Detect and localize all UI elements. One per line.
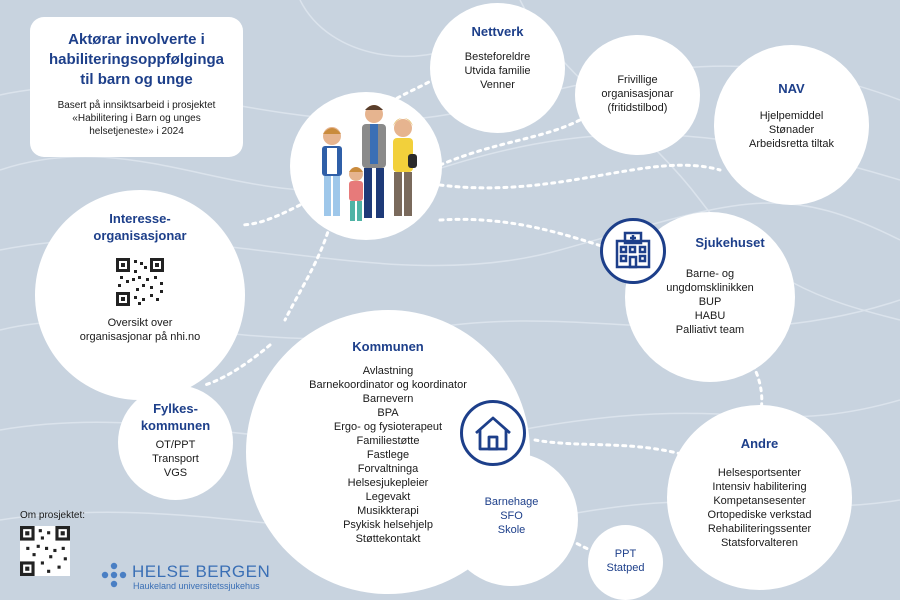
fylkes-item: OT/PPT <box>155 439 196 451</box>
family-bubble <box>290 92 442 240</box>
hospital-icon <box>600 218 666 284</box>
ppt-item: Statped <box>606 562 645 574</box>
subtitle-line-3: helsetjeneste» i 2024 <box>89 126 184 137</box>
nav-item: Hjelpemiddel <box>759 110 824 122</box>
logo-name: HELSE BERGEN <box>132 562 271 581</box>
kommunen-item: Legevakt <box>365 491 411 503</box>
title-line-3: til barn og unge <box>80 71 193 88</box>
house-icon <box>460 400 526 466</box>
nav-bubble: NAV Hjelpemiddel Stønader Arbeidsretta t… <box>714 45 869 205</box>
nav-heading: NAV <box>778 81 805 96</box>
andre-heading: Andre <box>740 436 779 451</box>
barnehage-item: Barnehage <box>484 496 539 508</box>
ppt-item: PPT <box>614 548 637 560</box>
nettverk-item: Utvida familie <box>464 65 531 77</box>
fylkes-bubble: Fylkes- kommunen OT/PPT Transport VGS <box>118 385 233 500</box>
andre-item: Kompetansesenter <box>713 495 806 507</box>
kommunen-item: BPA <box>377 407 399 419</box>
fylkes-heading-1: Fylkes- <box>153 401 198 416</box>
title-line-1: Aktørar involverte i <box>68 31 205 48</box>
sjukehuset-item: Palliativt team <box>675 324 745 336</box>
ppt-bubble: PPT Statped <box>588 525 663 600</box>
frivillige-line: Frivillige <box>617 74 658 86</box>
andre-item: Rehabiliteringssenter <box>707 523 812 535</box>
kommunen-item: Helsesjukepleier <box>347 477 429 489</box>
sjukehuset-heading: Sjukehuset <box>695 235 765 250</box>
helse-bergen-logo-icon <box>101 562 127 588</box>
kommunen-item: Forvaltninga <box>357 463 419 475</box>
andre-item: Intensiv habilitering <box>712 481 807 493</box>
interesse-heading-1: Interesse- <box>109 211 171 226</box>
qr-code-icon <box>116 258 164 306</box>
interesse-item: organisasjonar på nhi.no <box>79 331 201 343</box>
frivillige-bubble: Frivillige organisasjonar (fritidstilbod… <box>575 35 700 155</box>
kommunen-item: Barnekoordinator og koordinator <box>309 379 467 391</box>
kommunen-item: Familiestøtte <box>356 435 420 447</box>
logo-subtitle: Haukeland universitetssjukehus <box>133 581 260 591</box>
nettverk-bubble: Nettverk Besteforeldre Utvida familie Ve… <box>430 3 565 133</box>
sjukehuset-item: HABU <box>694 310 726 322</box>
nettverk-item: Venner <box>480 79 515 91</box>
fylkes-item: VGS <box>163 467 188 479</box>
sjukehuset-item: ungdomsklinikken <box>666 282 754 294</box>
nettverk-item: Besteforeldre <box>464 51 531 63</box>
family-illustration <box>322 105 417 221</box>
kommunen-item: Støttekontakt <box>355 533 421 545</box>
kommunen-item: Ergo- og fysioterapeut <box>333 421 443 433</box>
interesse-heading-2: organisasjonar <box>93 228 187 243</box>
andre-item: Helsesportsenter <box>717 467 802 479</box>
nav-item: Arbeidsretta tiltak <box>749 138 834 150</box>
om-prosjektet-label: Om prosjektet: <box>20 510 86 521</box>
andre-bubble: Andre Helsesportsenter Intensiv habilite… <box>667 405 852 590</box>
fylkes-item: Transport <box>152 453 199 465</box>
andre-item: Statsforvalteren <box>720 537 799 549</box>
nav-item: Stønader <box>768 124 815 136</box>
frivillige-line: (fritidstilbod) <box>607 102 668 114</box>
kommunen-item: Psykisk helsehjelp <box>343 519 433 531</box>
interesse-item: Oversikt over <box>107 317 173 329</box>
barnehage-item: SFO <box>500 510 523 522</box>
kommunen-heading: Kommunen <box>352 339 424 354</box>
kommunen-item: Barnevern <box>362 393 414 405</box>
kommunen-item: Avlastning <box>362 365 414 377</box>
andre-item: Ortopediske verkstad <box>707 509 812 521</box>
kommunen-item: Fastlege <box>366 449 410 461</box>
sjukehuset-item: BUP <box>698 296 722 308</box>
barnehage-bubble: Barnehage SFO Skole <box>445 453 578 586</box>
barnehage-item: Skole <box>497 524 526 536</box>
interesse-bubble: Interesse- organisasjonar Oversikt over … <box>35 190 245 400</box>
frivillige-line: organisasjonar <box>601 88 674 100</box>
nettverk-heading: Nettverk <box>471 24 524 39</box>
fylkes-heading-2: kommunen <box>140 418 211 433</box>
subtitle-line-2: «Habilitering i Barn og unges <box>72 113 201 124</box>
subtitle-line-1: Basert på innsiktsarbeid i prosjektet <box>57 100 216 111</box>
project-qr-code-icon[interactable] <box>20 526 70 576</box>
sjukehuset-item: Barne- og <box>685 268 735 280</box>
title-line-2: habiliteringsoppfølginga <box>49 51 224 68</box>
title-card: Aktørar involverte i habiliteringsoppføl… <box>30 17 243 157</box>
kommunen-item: Musikkterapi <box>357 505 419 517</box>
